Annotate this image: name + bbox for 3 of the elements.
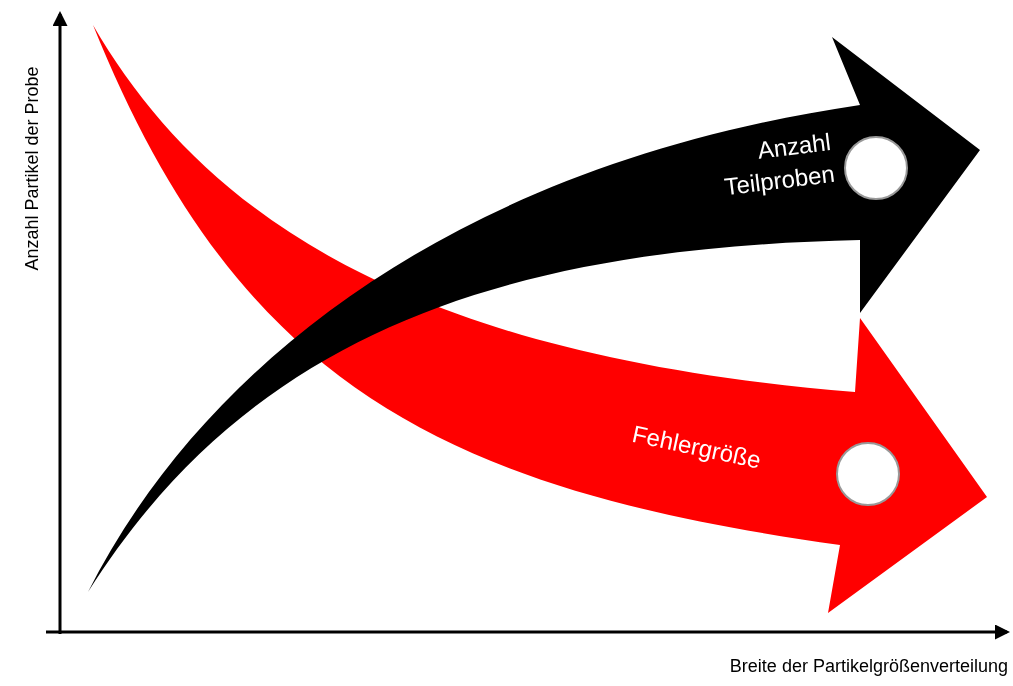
axis-label: Anzahl Partikel der Probe bbox=[21, 65, 43, 273]
arrow-label: Anzahl Teilproben bbox=[721, 127, 837, 203]
axis-label: Breite der Partikelgrößenverteilung bbox=[728, 656, 1008, 677]
